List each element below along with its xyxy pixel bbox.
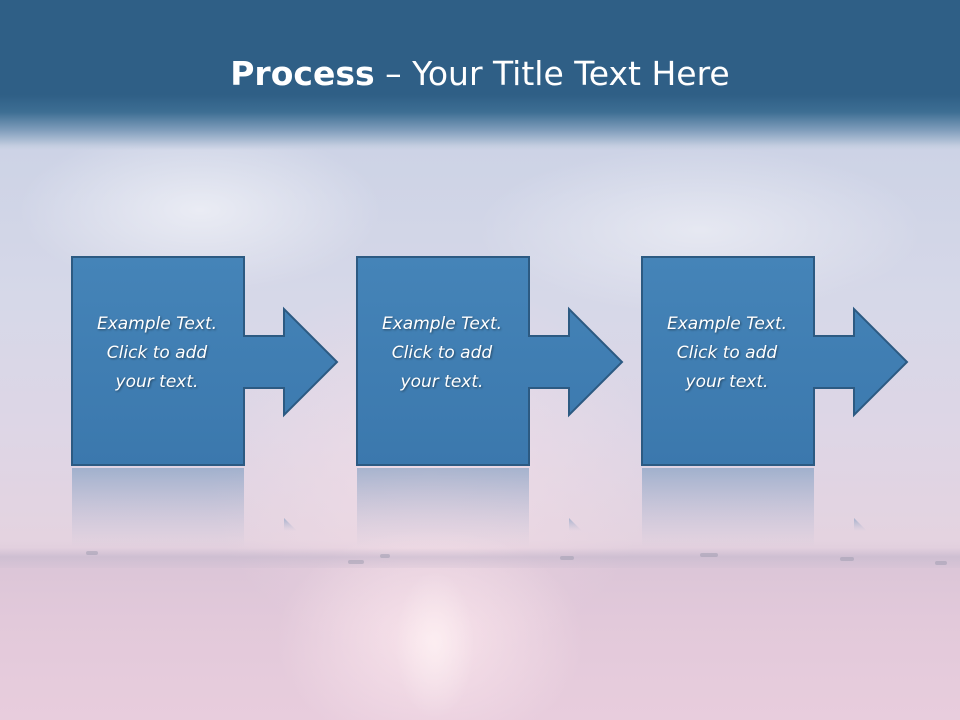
step-text-line: your text. xyxy=(115,372,199,392)
right-arrow-icon xyxy=(356,256,624,466)
step-text-line: Example Text. xyxy=(666,314,788,334)
slide-title-bold: Process xyxy=(230,54,375,93)
slide-title[interactable]: Process – Your Title Text Here xyxy=(0,52,960,96)
horizon-line xyxy=(0,548,960,568)
step-text-line: Example Text. xyxy=(381,314,503,334)
rock xyxy=(86,551,98,555)
title-bar xyxy=(0,0,960,150)
process-step-3[interactable]: Example Text. Click to add your text. xyxy=(641,256,911,466)
rock xyxy=(840,557,854,561)
rock xyxy=(380,554,390,558)
step-text-line: Click to add xyxy=(106,343,208,363)
step-text-line: Example Text. xyxy=(96,314,218,334)
slide-title-rest: – Your Title Text Here xyxy=(374,54,730,93)
step-text-line: Click to add xyxy=(676,343,778,363)
step-text-line: your text. xyxy=(400,372,484,392)
step-text[interactable]: Example Text. Click to add your text. xyxy=(356,310,528,397)
step-reflection xyxy=(71,468,341,548)
right-arrow-icon xyxy=(641,256,909,466)
right-arrow-icon xyxy=(71,256,339,466)
step-text[interactable]: Example Text. Click to add your text. xyxy=(641,310,813,397)
rock xyxy=(700,553,718,557)
rock xyxy=(348,560,364,564)
step-text-line: Click to add xyxy=(391,343,493,363)
rock xyxy=(935,561,947,565)
step-reflection xyxy=(356,468,626,548)
step-text[interactable]: Example Text. Click to add your text. xyxy=(71,310,243,397)
step-text-line: your text. xyxy=(685,372,769,392)
rock xyxy=(560,556,574,560)
sea-glow xyxy=(395,570,475,720)
process-step-1[interactable]: Example Text. Click to add your text. xyxy=(71,256,341,466)
step-reflection xyxy=(641,468,911,548)
process-step-2[interactable]: Example Text. Click to add your text. xyxy=(356,256,626,466)
